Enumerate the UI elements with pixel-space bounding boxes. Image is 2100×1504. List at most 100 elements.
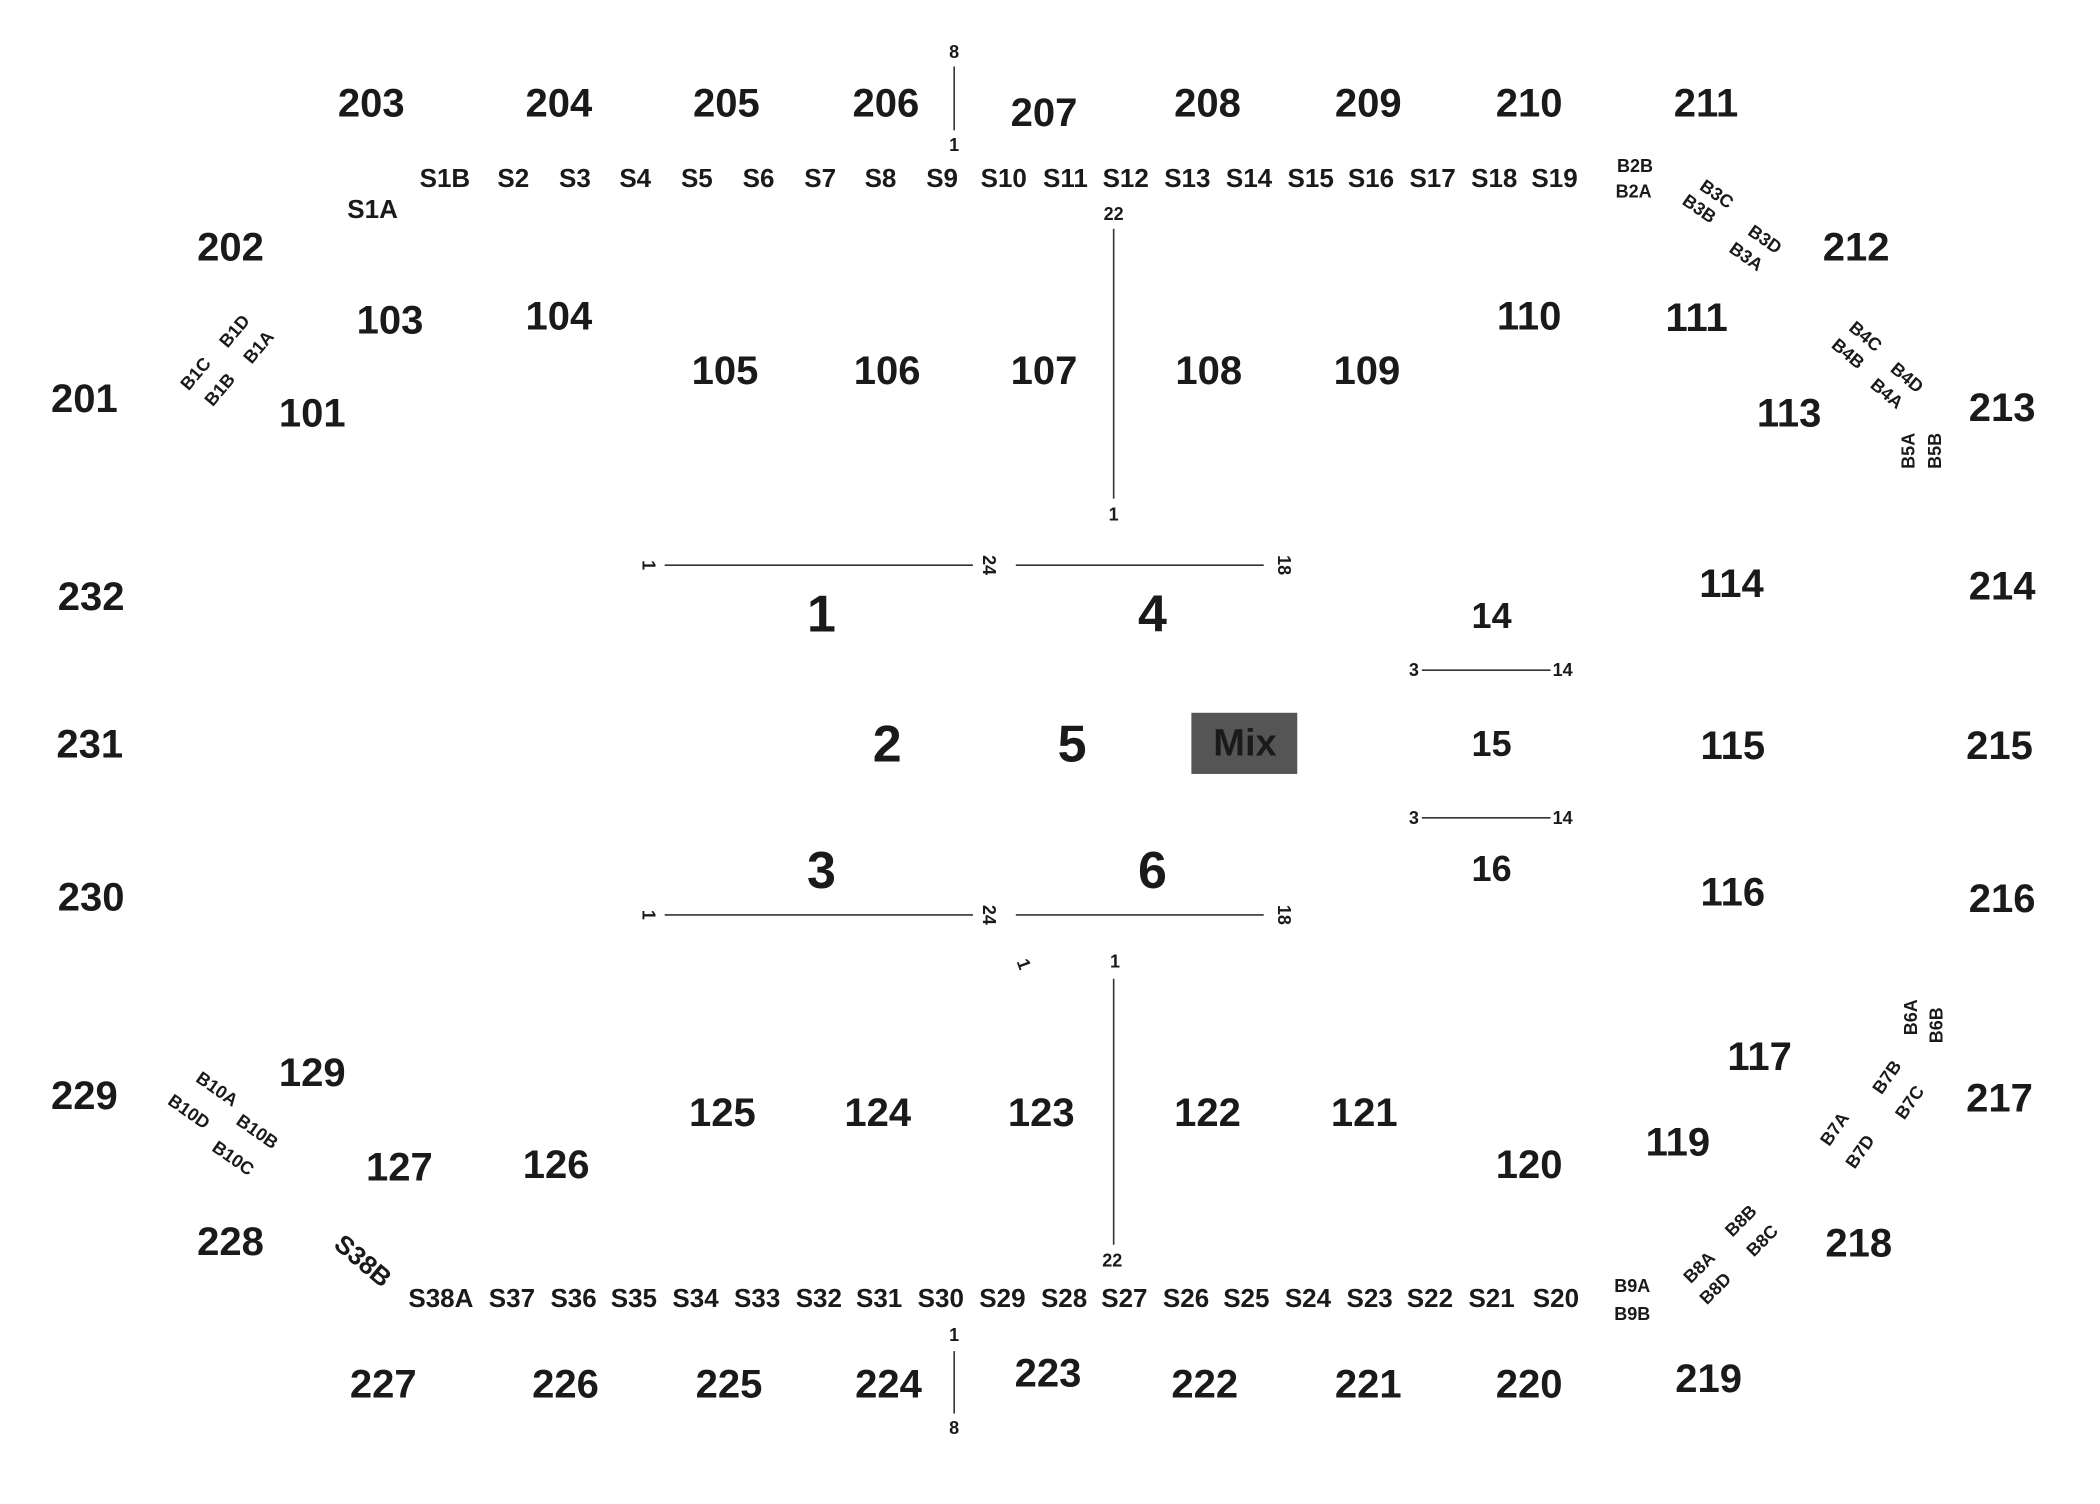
lower-section-124[interactable]: 124 [844, 1091, 911, 1135]
suite-s30[interactable]: S30 [918, 1283, 964, 1313]
box-b10c[interactable]: B10C [209, 1137, 258, 1180]
upper-section-232[interactable]: 232 [58, 575, 125, 619]
suite-s19[interactable]: S19 [1531, 163, 1577, 193]
lower-section-126[interactable]: 126 [523, 1143, 590, 1187]
upper-section-222[interactable]: 222 [1171, 1362, 1238, 1406]
suite-s37[interactable]: S37 [489, 1283, 535, 1313]
suite-s18[interactable]: S18 [1471, 163, 1517, 193]
upper-section-228[interactable]: 228 [197, 1220, 264, 1264]
lower-section-119[interactable]: 119 [1646, 1120, 1711, 1164]
upper-section-218[interactable]: 218 [1825, 1221, 1892, 1265]
floor-section-15[interactable]: 15 [1472, 723, 1512, 764]
suite-s17[interactable]: S17 [1409, 163, 1455, 193]
upper-section-225[interactable]: 225 [696, 1362, 763, 1406]
upper-section-219[interactable]: 219 [1675, 1357, 1742, 1401]
upper-section-208[interactable]: 208 [1174, 82, 1241, 126]
lower-section-121[interactable]: 121 [1331, 1091, 1398, 1135]
box-b2b[interactable]: B2B [1617, 156, 1653, 176]
box-b2a[interactable]: B2A [1616, 181, 1652, 201]
row-number[interactable]: 18 [1274, 905, 1294, 925]
lower-section-101[interactable]: 101 [279, 392, 346, 436]
suite-s21[interactable]: S21 [1468, 1283, 1514, 1313]
box-b7b[interactable]: B7B [1868, 1057, 1905, 1098]
suite-s26[interactable]: S26 [1163, 1283, 1209, 1313]
box-b7a[interactable]: B7A [1816, 1109, 1853, 1150]
suite-s13[interactable]: S13 [1164, 163, 1210, 193]
mix-label[interactable]: Mix [1213, 722, 1276, 764]
suite-s38b[interactable]: S38B [329, 1228, 398, 1293]
upper-section-201[interactable]: 201 [51, 377, 118, 421]
suite-s23[interactable]: S23 [1346, 1283, 1392, 1313]
box-b10d[interactable]: B10D [164, 1090, 213, 1133]
upper-section-217[interactable]: 217 [1966, 1076, 2033, 1120]
lower-section-103[interactable]: 103 [357, 298, 424, 342]
lower-section-114[interactable]: 114 [1699, 562, 1764, 606]
lower-section-106[interactable]: 106 [854, 349, 921, 393]
row-number[interactable]: 22 [1104, 204, 1124, 224]
lower-section-129[interactable]: 129 [279, 1051, 346, 1095]
lower-section-127[interactable]: 127 [366, 1146, 433, 1190]
box-b9a[interactable]: B9A [1614, 1276, 1650, 1296]
row-number[interactable]: 3 [1409, 660, 1419, 680]
row-number[interactable]: 1 [1110, 951, 1120, 971]
upper-section-224[interactable]: 224 [855, 1362, 922, 1406]
upper-section-230[interactable]: 230 [58, 876, 125, 920]
suite-s14[interactable]: S14 [1226, 163, 1273, 193]
floor-section-16[interactable]: 16 [1472, 848, 1512, 889]
box-b10a[interactable]: B10A [193, 1068, 242, 1111]
box-b7d[interactable]: B7D [1842, 1131, 1879, 1172]
upper-section-216[interactable]: 216 [1969, 877, 2036, 921]
box-b5b[interactable]: B5B [1925, 433, 1945, 469]
upper-section-214[interactable]: 214 [1969, 564, 2036, 608]
row-number[interactable]: 14 [1553, 808, 1573, 828]
upper-section-220[interactable]: 220 [1496, 1362, 1563, 1406]
row-number[interactable]: 1 [949, 1325, 959, 1345]
suite-s22[interactable]: S22 [1407, 1283, 1453, 1313]
suite-s7[interactable]: S7 [804, 163, 836, 193]
lower-section-111[interactable]: 111 [1665, 296, 1727, 340]
floor-section-5[interactable]: 5 [1058, 716, 1087, 774]
suite-s24[interactable]: S24 [1285, 1283, 1332, 1313]
lower-section-108[interactable]: 108 [1175, 349, 1242, 393]
box-b10b[interactable]: B10B [233, 1110, 282, 1153]
row-number[interactable]: 8 [949, 42, 959, 62]
suite-s2[interactable]: S2 [497, 163, 529, 193]
upper-section-215[interactable]: 215 [1966, 724, 2033, 768]
suite-s35[interactable]: S35 [611, 1283, 657, 1313]
lower-section-113[interactable]: 113 [1757, 392, 1822, 436]
lower-section-123[interactable]: 123 [1008, 1091, 1075, 1135]
box-b5a[interactable]: B5A [1898, 433, 1918, 469]
row-number[interactable]: 22 [1102, 1251, 1122, 1271]
suite-s4[interactable]: S4 [619, 163, 651, 193]
floor-section-14[interactable]: 14 [1472, 595, 1512, 636]
suite-s31[interactable]: S31 [856, 1283, 902, 1313]
row-number[interactable]: 1 [1013, 956, 1035, 972]
suite-s15[interactable]: S15 [1288, 163, 1334, 193]
lower-section-109[interactable]: 109 [1334, 349, 1401, 393]
lower-section-105[interactable]: 105 [692, 349, 759, 393]
suite-s3[interactable]: S3 [559, 163, 591, 193]
upper-section-212[interactable]: 212 [1823, 225, 1890, 269]
suite-s36[interactable]: S36 [550, 1283, 596, 1313]
row-number[interactable]: 24 [979, 905, 999, 925]
box-b9b[interactable]: B9B [1614, 1304, 1650, 1324]
row-number[interactable]: 3 [1409, 808, 1419, 828]
upper-section-209[interactable]: 209 [1335, 82, 1402, 126]
row-number[interactable]: 1 [639, 560, 659, 570]
lower-section-107[interactable]: 107 [1011, 349, 1078, 393]
lower-section-116[interactable]: 116 [1701, 870, 1766, 914]
suite-s6[interactable]: S6 [743, 163, 775, 193]
box-b6a[interactable]: B6A [1901, 999, 1921, 1035]
suite-s12[interactable]: S12 [1103, 163, 1149, 193]
suite-s28[interactable]: S28 [1041, 1283, 1087, 1313]
lower-section-117[interactable]: 117 [1727, 1035, 1792, 1079]
floor-section-1[interactable]: 1 [807, 585, 836, 643]
floor-section-2[interactable]: 2 [873, 716, 902, 774]
upper-section-203[interactable]: 203 [338, 82, 405, 126]
upper-section-204[interactable]: 204 [525, 82, 592, 126]
row-number[interactable]: 14 [1553, 660, 1573, 680]
upper-section-229[interactable]: 229 [51, 1074, 118, 1118]
upper-section-213[interactable]: 213 [1969, 386, 2036, 430]
upper-section-202[interactable]: 202 [197, 225, 264, 269]
upper-section-223[interactable]: 223 [1015, 1352, 1082, 1396]
